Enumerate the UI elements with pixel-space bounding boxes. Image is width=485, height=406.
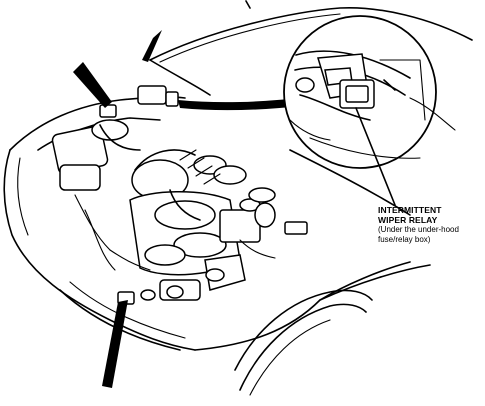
relay-title-line-1: INTERMITTENT [378, 205, 442, 215]
relay-detail-inset [283, 15, 456, 206]
engine-components [37, 85, 308, 305]
relay-title-line-2: WIPER RELAY [378, 215, 438, 225]
raised-hood [149, 0, 473, 96]
relay-note-line-1: (Under the under-hood [378, 225, 459, 234]
relay-note-line-2: fuse/relay box) [378, 235, 431, 244]
pointer-bands [73, 30, 302, 388]
car-body-outline [3, 96, 431, 396]
relay-callout: INTERMITTENT WIPER RELAY (Under the unde… [378, 205, 484, 245]
